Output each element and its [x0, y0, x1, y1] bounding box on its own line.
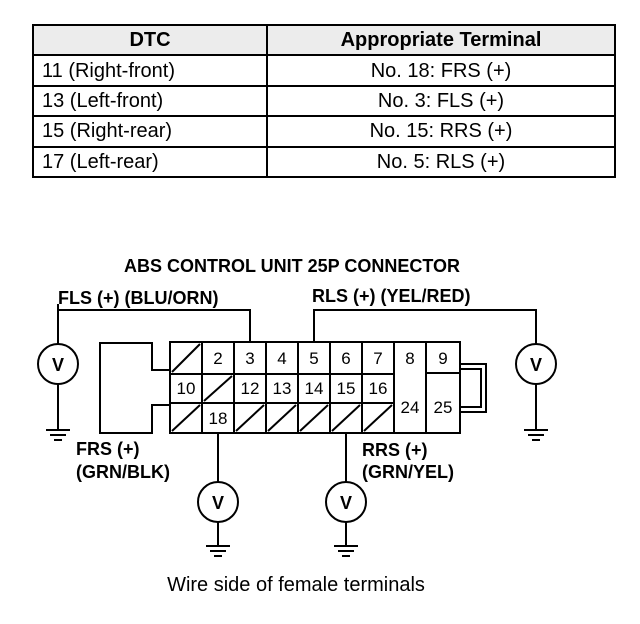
rrs-wire-color-label: (GRN/YEL) — [362, 462, 454, 482]
table-header-row: DTC Appropriate Terminal — [32, 23, 616, 57]
pin-number: 3 — [245, 349, 254, 368]
voltmeter-frs — [197, 481, 239, 523]
frs-wire-label: FRS (+) — [76, 439, 140, 459]
pin-number: 10 — [177, 379, 196, 398]
ground-symbol — [524, 429, 548, 441]
table-cell-terminal: No. 3: FLS (+) — [266, 84, 616, 118]
fls-wire — [57, 304, 251, 342]
pin-number: 8 — [405, 349, 414, 368]
pin-number: 7 — [373, 349, 382, 368]
pin-number: 9 — [438, 349, 447, 368]
voltmeter-symbol: V — [212, 493, 224, 513]
pin-number: 18 — [209, 409, 228, 428]
connector-wiring-diagram: ABS CONTROL UNIT 25P CONNECTOR FLS (+) (… — [37, 256, 557, 596]
table-cell-terminal: No. 15: RRS (+) — [266, 115, 616, 148]
pin-number: 25 — [434, 398, 453, 417]
table-cell-terminal: No. 18: FRS (+) — [266, 54, 616, 87]
connector-housing — [99, 342, 171, 434]
ground-symbol — [206, 545, 230, 557]
column-header-terminal: Appropriate Terminal — [266, 23, 616, 57]
table-cell-dtc: 17 (Left-rear) — [32, 145, 268, 179]
pin-number: 2 — [213, 349, 222, 368]
table-row: 13 (Left-front) No. 3: FLS (+) — [32, 84, 616, 118]
column-header-dtc: DTC — [32, 23, 268, 57]
table-cell-dtc: 15 (Right-rear) — [32, 115, 268, 148]
voltmeter-rrs — [325, 481, 367, 523]
rls-wire-label: RLS (+) (YEL/RED) — [312, 286, 471, 306]
voltmeter-fls — [37, 343, 79, 385]
voltmeter-symbol: V — [340, 493, 352, 513]
table-row: 11 (Right-front) No. 18: FRS (+) — [32, 54, 616, 87]
table-cell-dtc: 11 (Right-front) — [32, 54, 268, 87]
voltmeter-symbol: V — [52, 355, 64, 375]
rls-wire — [313, 309, 537, 344]
pin-number: 13 — [273, 379, 292, 398]
ground-symbol — [334, 545, 358, 557]
ground-symbol — [46, 429, 70, 441]
pin-number: 15 — [337, 379, 356, 398]
pin-number: 4 — [277, 349, 286, 368]
pin-number: 12 — [241, 379, 260, 398]
pin-number: 24 — [401, 398, 420, 417]
pin-number: 14 — [305, 379, 324, 398]
table-cell-terminal: No. 5: RLS (+) — [266, 145, 616, 179]
connector-lock-tab — [460, 363, 487, 413]
voltmeter-symbol: V — [530, 355, 542, 375]
fls-wire-label: FLS (+) (BLU/ORN) — [58, 288, 218, 308]
diagram-caption: Wire side of female terminals — [167, 574, 425, 596]
pin-number: 5 — [309, 349, 318, 368]
pin-number: 16 — [369, 379, 388, 398]
frs-wire-color-label: (GRN/BLK) — [76, 462, 170, 482]
voltmeter-rls — [515, 343, 557, 385]
table-cell-dtc: 13 (Left-front) — [32, 84, 268, 118]
rrs-wire-label: RRS (+) — [362, 440, 428, 460]
table-row: 17 (Left-rear) No. 5: RLS (+) — [32, 145, 616, 179]
connector-title: ABS CONTROL UNIT 25P CONNECTOR — [124, 256, 460, 276]
table-row: 15 (Right-rear) No. 15: RRS (+) — [32, 115, 616, 148]
dtc-terminal-table: DTC Appropriate Terminal 11 (Right-front… — [32, 23, 616, 179]
pin-number: 6 — [341, 349, 350, 368]
